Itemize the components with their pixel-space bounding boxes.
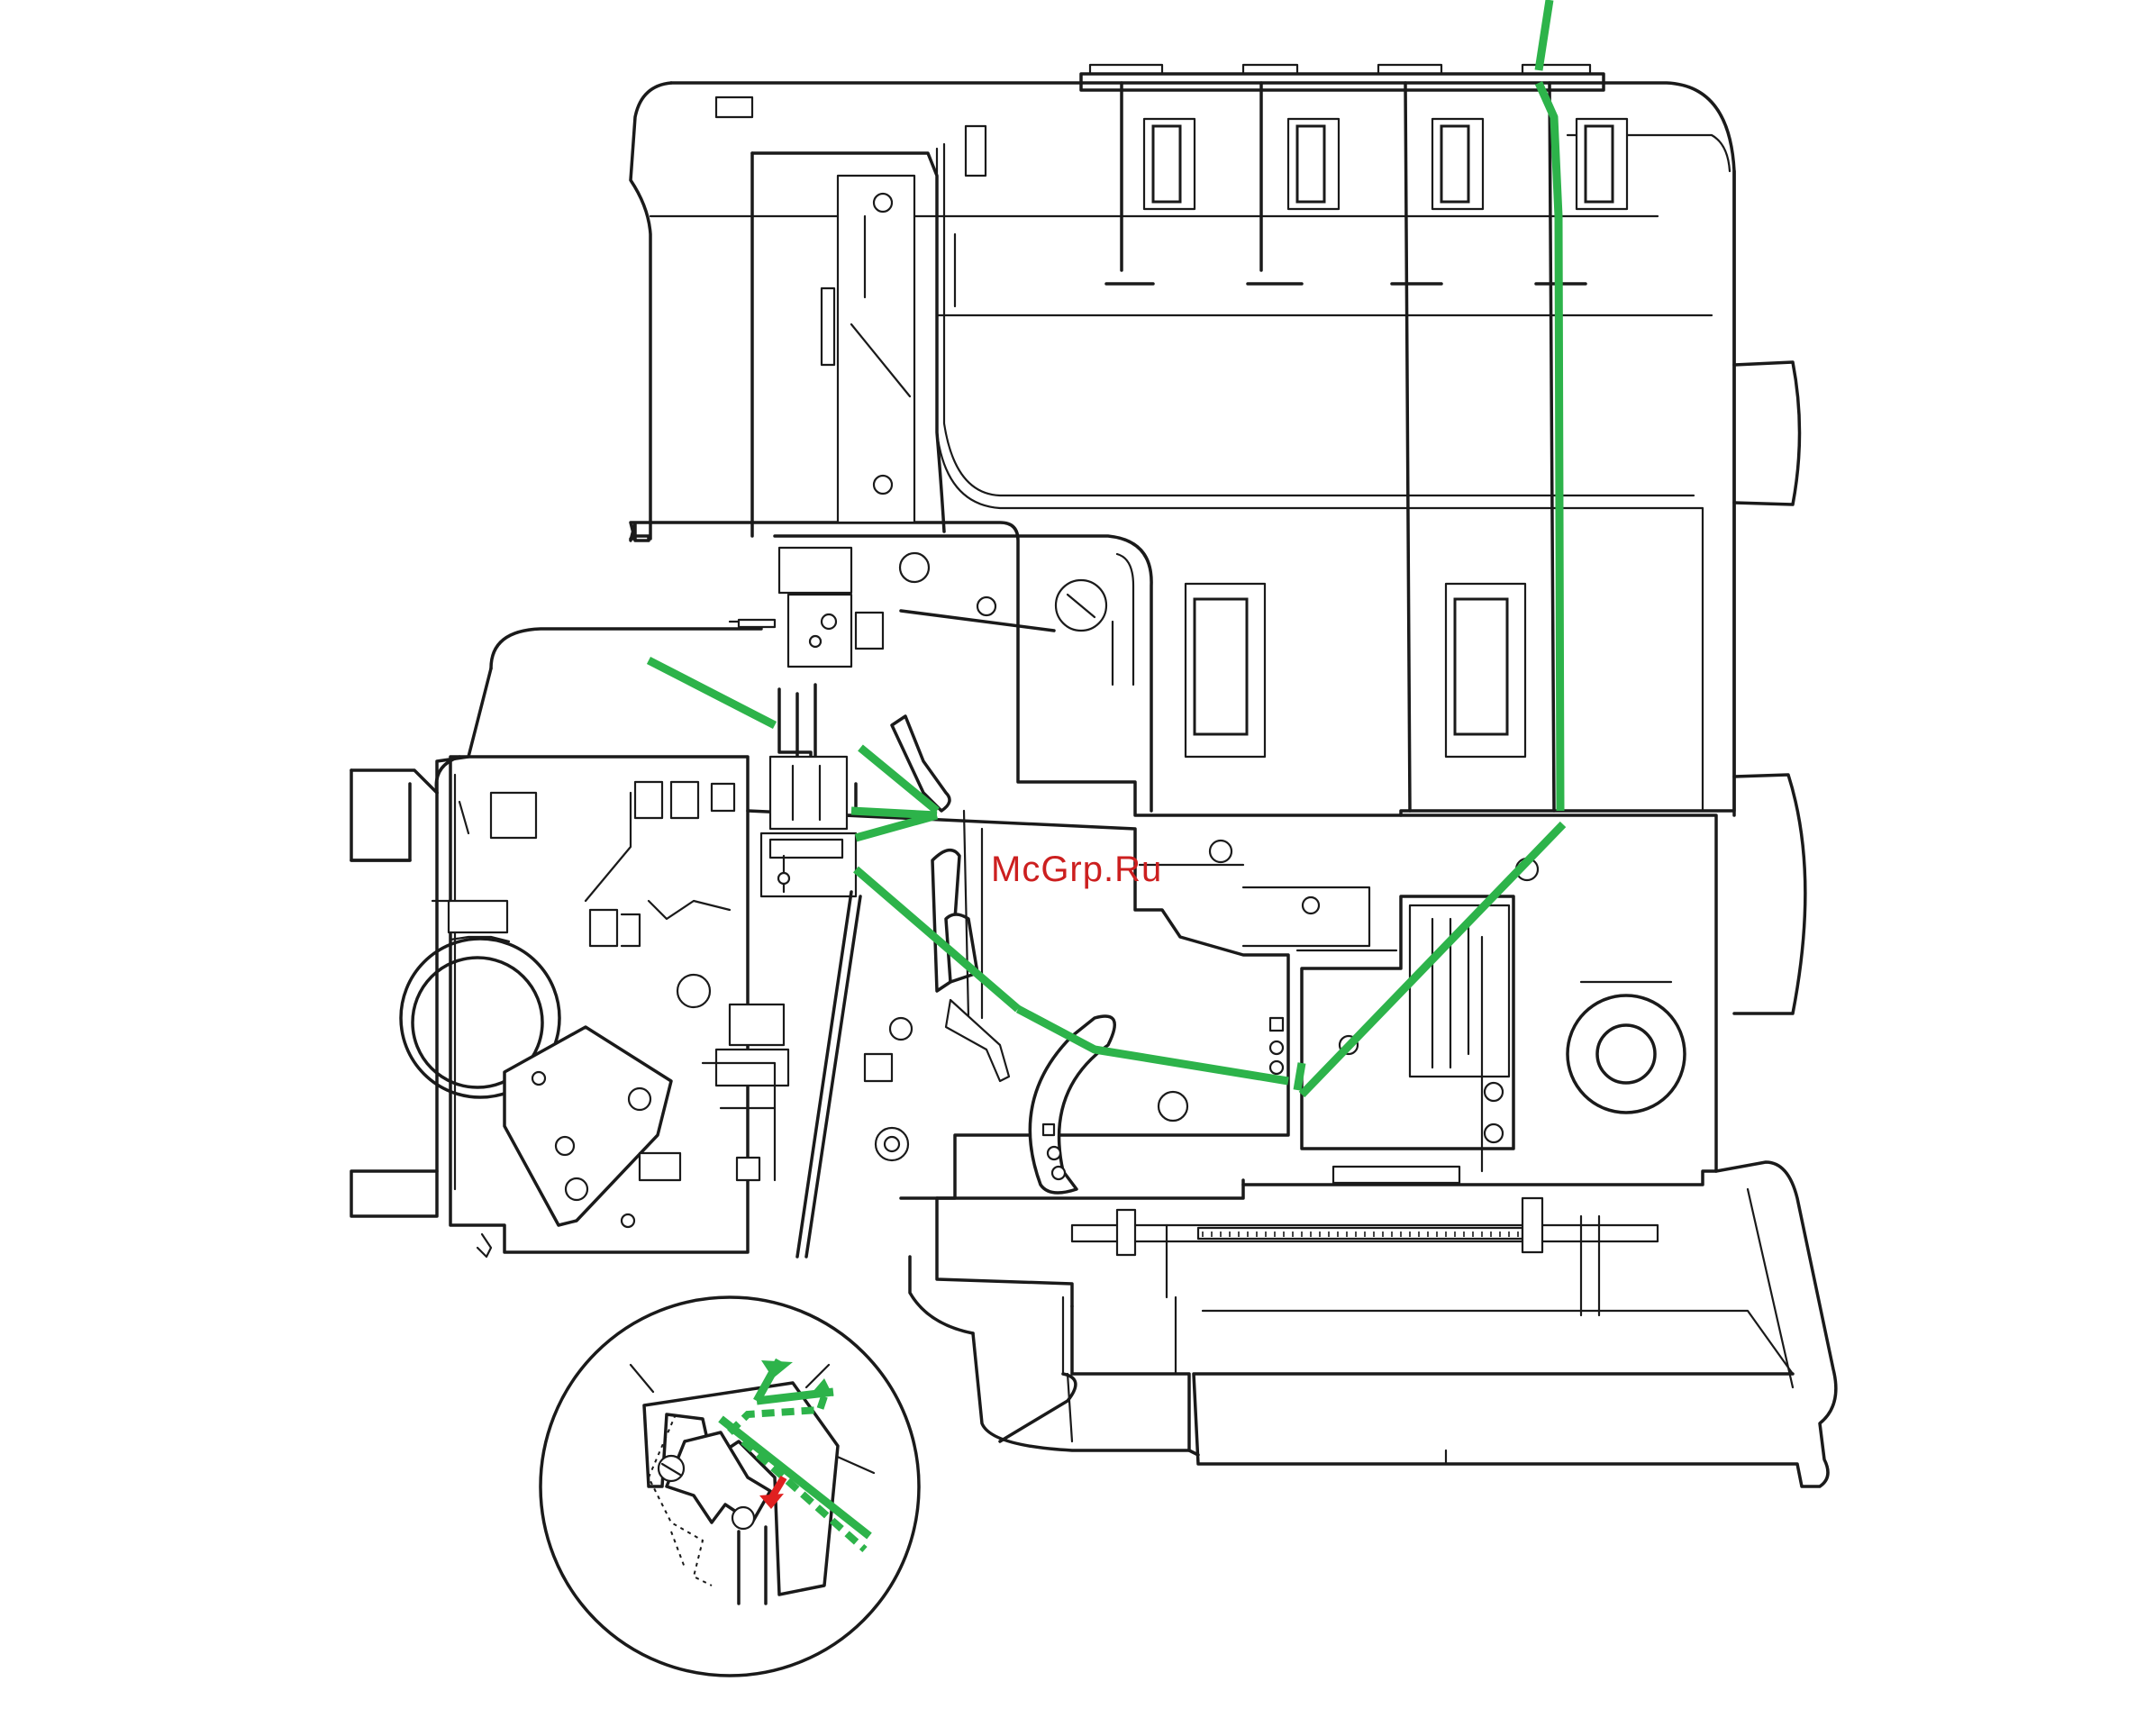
needle-housing xyxy=(716,97,986,536)
hand-wheel xyxy=(1734,362,1805,1013)
cloth-plate-rail xyxy=(1072,1167,1658,1315)
watermark-text: McGrp.Ru xyxy=(991,850,1162,890)
left-extension xyxy=(351,784,491,1257)
needle-threads xyxy=(797,892,860,1257)
looper-guard xyxy=(1270,896,1513,1171)
presser-foot xyxy=(761,685,856,896)
right-knob xyxy=(1568,982,1685,1113)
detail-inset xyxy=(541,1297,919,1676)
left-dial-assembly xyxy=(401,901,671,1225)
front-cover xyxy=(910,1162,1836,1486)
lower-looper xyxy=(1030,1016,1187,1193)
